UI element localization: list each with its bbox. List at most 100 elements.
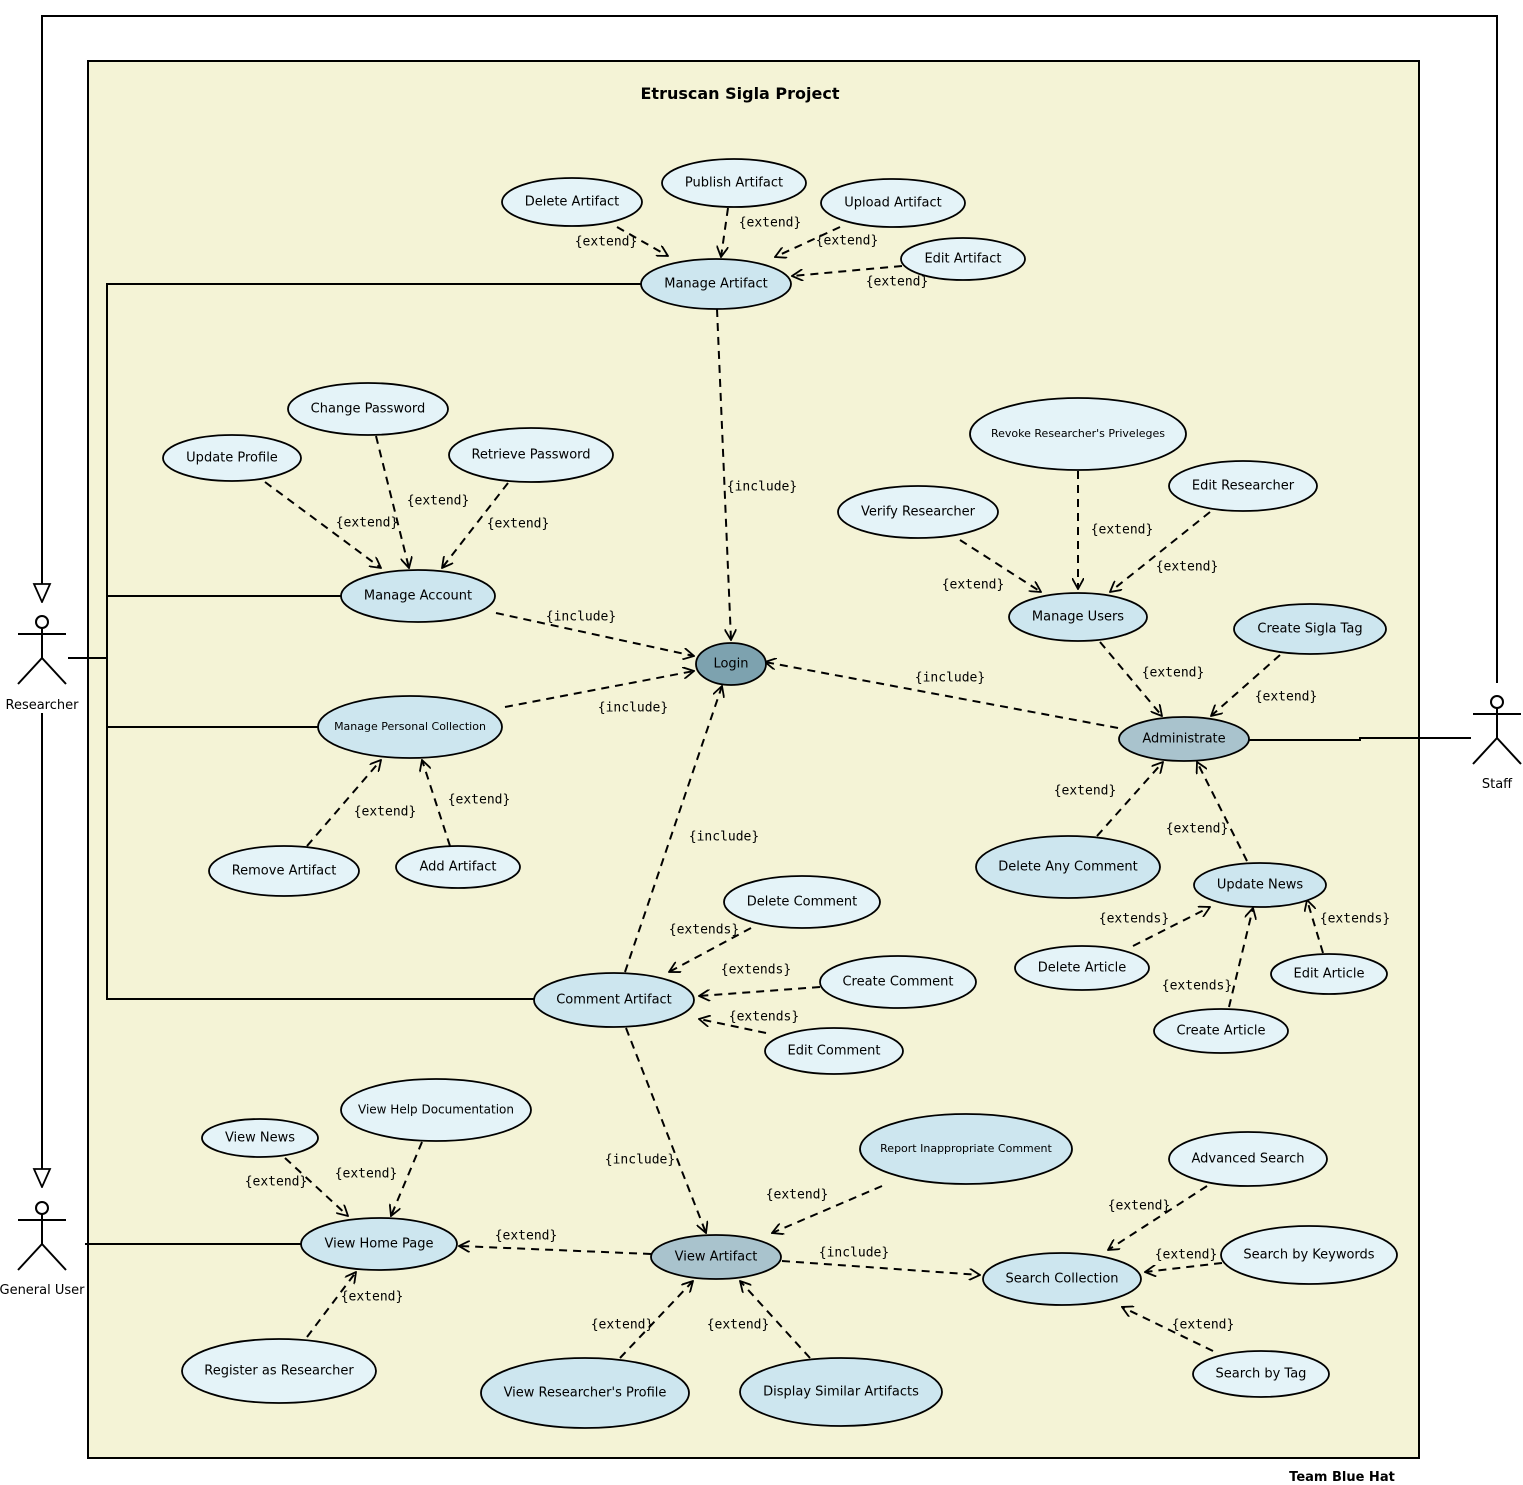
use-case-advanced-search[interactable]: Advanced Search — [1168, 1131, 1328, 1187]
use-case-comment-artifact[interactable]: Comment Artifact — [533, 972, 695, 1028]
use-case-label: Manage Personal Collection — [334, 720, 486, 733]
use-case-report-inappropriate-comment[interactable]: Report Inappropriate Comment — [859, 1113, 1073, 1185]
use-case-edit-comment[interactable]: Edit Comment — [764, 1027, 904, 1075]
use-case-search-by-tag[interactable]: Search by Tag — [1192, 1350, 1330, 1398]
use-case-label: Upload Artifact — [844, 196, 941, 211]
label-extend: {extend} — [1142, 666, 1205, 681]
label-include: {include} — [605, 1153, 675, 1168]
label-extend: {extend} — [1155, 1248, 1218, 1263]
use-case-change-password[interactable]: Change Password — [287, 382, 449, 436]
use-case-view-researchers-profile[interactable]: View Researcher's Profile — [480, 1357, 690, 1429]
use-case-label: Retrieve Password — [471, 448, 590, 463]
label-extend: {extend} — [354, 805, 417, 820]
use-case-view-home-page[interactable]: View Home Page — [300, 1217, 458, 1271]
use-case-label: Create Article — [1176, 1024, 1265, 1039]
use-case-label: Register as Researcher — [204, 1364, 354, 1379]
use-case-label: Administrate — [1142, 732, 1225, 747]
use-case-login[interactable]: Login — [695, 642, 767, 686]
use-case-label: Login — [713, 657, 748, 672]
use-case-label: View Home Page — [325, 1237, 434, 1252]
use-case-retrieve-password[interactable]: Retrieve Password — [448, 427, 614, 483]
use-case-label: View Artifact — [675, 1250, 758, 1265]
label-extend: {extend} — [407, 494, 470, 509]
use-case-revoke-researchers-priveleges[interactable]: Revoke Researcher's Priveleges — [969, 397, 1187, 471]
use-case-manage-personal-collection[interactable]: Manage Personal Collection — [317, 695, 503, 759]
label-include: {include} — [819, 1246, 889, 1261]
use-case-label: Display Similar Artifacts — [763, 1385, 919, 1400]
label-include: {include} — [598, 701, 668, 716]
use-case-label: Update News — [1217, 878, 1304, 893]
label-extend: {extend} — [866, 275, 929, 290]
stick-figure-icon — [1472, 695, 1522, 765]
use-case-label: Search by Tag — [1216, 1367, 1307, 1382]
use-case-display-similar-artifacts[interactable]: Display Similar Artifacts — [739, 1357, 943, 1427]
label-extend: {extend} — [487, 517, 550, 532]
label-extends: {extends} — [1099, 912, 1169, 927]
label-include: {include} — [727, 480, 797, 495]
use-case-label: Edit Comment — [788, 1044, 881, 1059]
use-case-label: Search Collection — [1005, 1272, 1118, 1287]
use-case-label: Add Artifact — [419, 860, 496, 875]
use-case-create-comment[interactable]: Create Comment — [819, 955, 977, 1009]
use-case-label: Edit Artifact — [924, 252, 1001, 267]
use-case-delete-comment[interactable]: Delete Comment — [723, 875, 881, 929]
use-case-delete-artifact[interactable]: Delete Artifact — [501, 177, 643, 227]
use-case-manage-artifact[interactable]: Manage Artifact — [640, 258, 792, 310]
use-case-update-news[interactable]: Update News — [1193, 862, 1327, 908]
use-case-register-as-researcher[interactable]: Register as Researcher — [181, 1338, 377, 1404]
label-extend: {extend} — [1091, 523, 1154, 538]
use-case-edit-artifact[interactable]: Edit Artifact — [900, 237, 1026, 281]
use-case-delete-article[interactable]: Delete Article — [1014, 945, 1150, 991]
use-case-publish-artifact[interactable]: Publish Artifact — [661, 158, 807, 208]
use-case-label: Delete Comment — [747, 895, 858, 910]
use-case-edit-article[interactable]: Edit Article — [1270, 953, 1388, 995]
label-extends: {extends} — [1162, 979, 1232, 994]
system-title: Etruscan Sigla Project — [640, 84, 839, 103]
use-case-search-collection[interactable]: Search Collection — [982, 1252, 1142, 1306]
use-case-label: Manage Users — [1032, 610, 1124, 625]
use-case-administrate[interactable]: Administrate — [1118, 716, 1250, 762]
association-staff-administrate — [1249, 737, 1471, 741]
use-case-label: Revoke Researcher's Priveleges — [991, 427, 1165, 440]
use-case-manage-users[interactable]: Manage Users — [1008, 592, 1148, 642]
use-case-label: Edit Researcher — [1192, 479, 1295, 494]
label-extend: {extend} — [245, 1175, 308, 1190]
stick-figure-icon — [17, 1201, 67, 1271]
label-include: {include} — [915, 671, 985, 686]
use-case-delete-any-comment[interactable]: Delete Any Comment — [975, 835, 1161, 899]
use-case-label: Delete Any Comment — [998, 860, 1138, 875]
label-extend: {extend} — [816, 234, 879, 249]
label-extend: {extend} — [1255, 690, 1318, 705]
label-extend: {extend} — [336, 516, 399, 531]
actor-label: General User — [0, 1283, 85, 1298]
use-case-label: Delete Article — [1038, 961, 1127, 976]
use-case-label: Comment Artifact — [556, 993, 672, 1008]
use-case-view-artifact[interactable]: View Artifact — [650, 1234, 782, 1280]
label-extend: {extend} — [335, 1167, 398, 1182]
actor-staff[interactable]: Staff — [1472, 695, 1522, 792]
use-case-manage-account[interactable]: Manage Account — [340, 569, 496, 623]
use-case-label: Create Sigla Tag — [1257, 622, 1362, 637]
use-case-create-article[interactable]: Create Article — [1153, 1008, 1289, 1054]
use-case-view-help-documentation[interactable]: View Help Documentation — [340, 1078, 532, 1142]
use-case-search-by-keywords[interactable]: Search by Keywords — [1220, 1225, 1398, 1285]
label-extend: {extend} — [766, 1188, 829, 1203]
use-case-update-profile[interactable]: Update Profile — [162, 434, 302, 482]
use-case-label: Advanced Search — [1191, 1152, 1304, 1167]
label-extend: {extend} — [591, 1318, 654, 1333]
use-case-add-artifact[interactable]: Add Artifact — [395, 845, 521, 889]
label-extend: {extend} — [575, 235, 638, 250]
generalization-staff-researcher — [42, 15, 1498, 683]
use-case-label: Report Inappropriate Comment — [880, 1142, 1052, 1155]
actor-researcher[interactable]: Researcher — [6, 615, 80, 713]
label-extend: {extend} — [341, 1290, 404, 1305]
use-case-create-sigla-tag[interactable]: Create Sigla Tag — [1233, 603, 1387, 655]
use-case-remove-artifact[interactable]: Remove Artifact — [208, 845, 360, 897]
use-case-label: Publish Artifact — [685, 176, 783, 191]
actor-general-user[interactable]: General User — [0, 1201, 85, 1298]
use-case-verify-researcher[interactable]: Verify Researcher — [837, 485, 999, 539]
use-case-view-news[interactable]: View News — [201, 1118, 319, 1158]
use-case-edit-researcher[interactable]: Edit Researcher — [1168, 460, 1318, 512]
use-case-label: Change Password — [311, 402, 426, 417]
use-case-upload-artifact[interactable]: Upload Artifact — [820, 178, 966, 228]
